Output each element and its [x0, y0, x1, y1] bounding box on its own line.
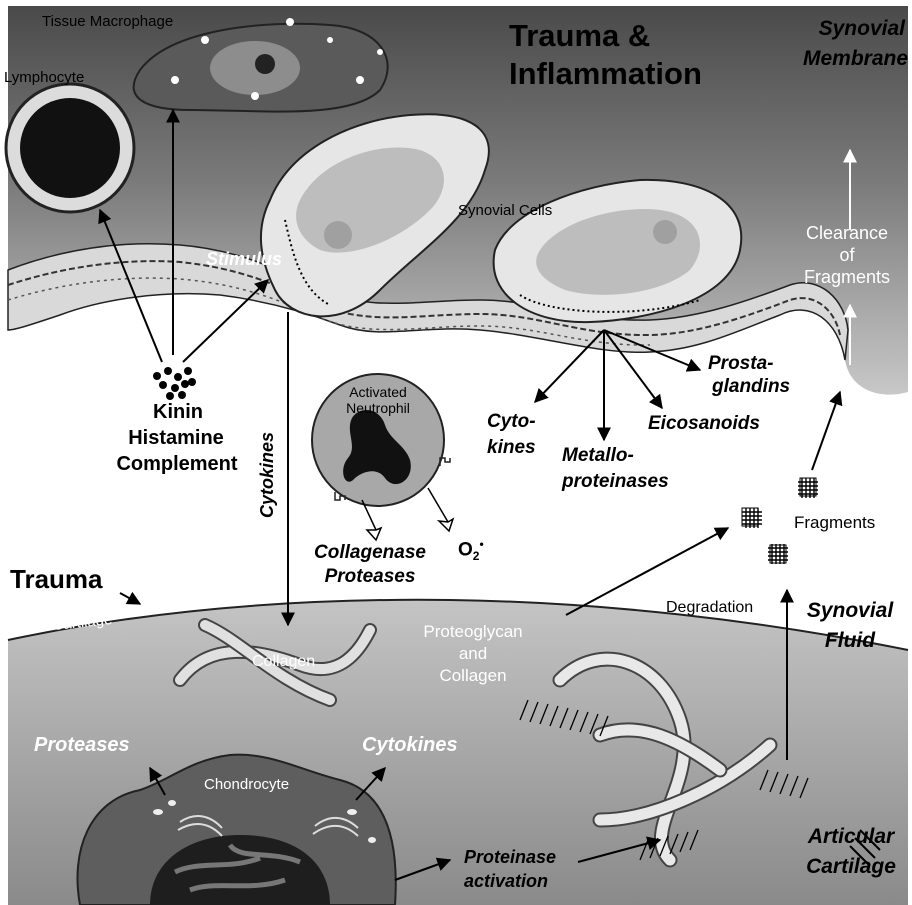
label-neutrophil-1: Activated [328, 385, 428, 400]
label-chondrocyte: Chondrocyte [204, 777, 289, 793]
label-histamine: Histamine [96, 428, 256, 449]
label-lymphocyte: Lymphocyte [4, 70, 84, 86]
label-trauma: Trauma [10, 566, 103, 593]
mediator-dots [153, 367, 196, 400]
label-proteases-cartilage: Proteases [34, 735, 130, 756]
label-clearance-2: of [782, 246, 912, 265]
label-cytokines-vertical: Cytokines [258, 432, 277, 518]
label-synovial-cells: Synovial Cells [458, 203, 552, 219]
label-prostaglandins-2: glandins [712, 377, 790, 397]
label-proteinase-1: Proteinase [464, 848, 556, 867]
label-cytokines-split-1: Cyto- [487, 412, 536, 432]
superoxide-o: O [458, 539, 473, 560]
label-fragments: Fragments [794, 514, 875, 532]
label-degradation: Degradation [666, 600, 753, 617]
label-title-line2: Inflammation [509, 58, 702, 91]
label-collagen: Collagen [252, 654, 315, 671]
label-proteoglycan-2: and [408, 645, 538, 663]
arrow-trauma [120, 593, 140, 604]
label-title-line1: Trauma & [509, 20, 650, 53]
label-proteinase-2: activation [464, 872, 548, 891]
label-proteoglycan-1: Proteoglycan [408, 623, 538, 641]
label-metalloproteinases-2: proteinases [562, 472, 669, 492]
label-tissue-macrophage: Tissue Macrophage [42, 14, 173, 30]
label-cytokines-split-2: kines [487, 438, 536, 458]
label-stimulus: Stimulus [206, 250, 282, 269]
label-prostaglandins-1: Prosta- [708, 354, 773, 374]
label-kinin: Kinin [118, 402, 238, 423]
label-articular-1: Articular [792, 826, 910, 848]
label-cytokines-cartilage: Cytokines [362, 735, 458, 756]
label-collagenase: Collagenase [305, 543, 435, 563]
label-eicosanoids: Eicosanoids [648, 414, 760, 434]
label-clearance-1: Clearance [782, 224, 912, 243]
label-synovial-membrane-1: Synovial [760, 18, 905, 40]
label-neutrophil-2: Neutrophil [328, 401, 428, 416]
superoxide-sub: 2 [473, 549, 480, 563]
label-synovial-fluid-2: Fluid [790, 630, 910, 652]
label-synovial-fluid-1: Synovial [790, 600, 910, 622]
label-proteoglycan-3: Collagen [408, 667, 538, 685]
label-clearance-3: Fragments [782, 268, 912, 287]
label-articular-2: Cartilage [792, 856, 910, 878]
label-proteases-neutrophil: Proteases [305, 567, 435, 587]
arrow-fragments-up [812, 392, 840, 470]
label-synovial-membrane-2: Membrane [760, 48, 908, 70]
label-metalloproteinases-1: Metallo- [562, 446, 634, 466]
superoxide-sup: • [479, 537, 483, 551]
label-complement: Complement [82, 454, 272, 475]
label-superoxide: O2• [458, 538, 484, 563]
arrow-superoxide [428, 488, 453, 531]
